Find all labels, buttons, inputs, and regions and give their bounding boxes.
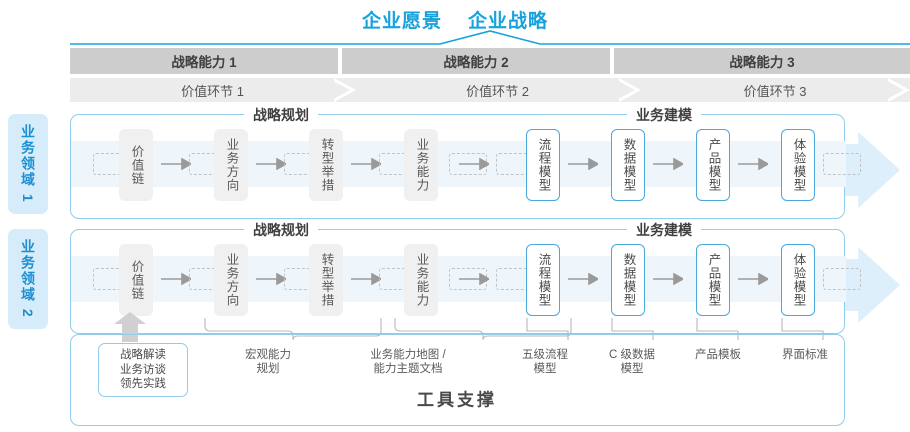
arrow-icon xyxy=(459,273,489,285)
arrow-icon xyxy=(351,158,381,170)
section-rule-left-4 xyxy=(541,229,621,230)
section-rule-right-3 xyxy=(325,229,425,230)
brace-connectors xyxy=(204,318,824,340)
value-chain-cell-2[interactable]: 价值环节 2 xyxy=(355,78,640,102)
tool-support-title: 工具支撑 xyxy=(417,390,497,410)
node-data-model-2[interactable]: 数据模型 xyxy=(611,244,645,316)
arrow-icon xyxy=(256,273,286,285)
node-value-chain-1[interactable]: 价值链 xyxy=(119,129,153,201)
section-rule-right-2 xyxy=(708,114,798,115)
tool-label-capability-map: 业务能力地图 / 能力主题文档 xyxy=(370,349,446,375)
tool-label-c-level-data: C 级数据 模型 xyxy=(609,349,655,375)
tool-label-five-level-process: 五级流程 模型 xyxy=(522,349,568,375)
arrow-icon xyxy=(256,158,286,170)
node-experience-model-2[interactable]: 体验模型 xyxy=(781,244,815,316)
node-product-model-1[interactable]: 产品模型 xyxy=(696,129,730,201)
page-title-vision: 企业愿景 xyxy=(361,11,442,32)
section-rule-right-1 xyxy=(325,114,425,115)
arrow-icon xyxy=(161,273,191,285)
section-rule-left-2 xyxy=(541,114,621,115)
vision-pointer-line xyxy=(70,30,910,45)
node-business-capability-1[interactable]: 业务能力 xyxy=(404,129,438,201)
sidebar-item-domain-1[interactable]: 业务领域 1 xyxy=(8,114,48,214)
sidebar-item-domain-2[interactable]: 业务领域 2 xyxy=(8,229,48,329)
node-value-chain-2[interactable]: 价值链 xyxy=(119,244,153,316)
section-title-planning-2: 战略规划 xyxy=(244,220,318,240)
value-chain-cell-3[interactable]: 价值环节 3 xyxy=(640,78,910,102)
section-rule-right-4 xyxy=(708,229,798,230)
placeholder-slot xyxy=(823,153,861,175)
node-transform-measures-2[interactable]: 转型举措 xyxy=(309,244,343,316)
section-rule-left-1 xyxy=(159,114,237,115)
arrow-icon xyxy=(653,273,683,285)
node-product-model-2[interactable]: 产品模型 xyxy=(696,244,730,316)
section-title-modeling-1: 业务建模 xyxy=(627,105,701,125)
node-business-direction-1[interactable]: 业务方向 xyxy=(214,129,248,201)
node-process-model-2[interactable]: 流程模型 xyxy=(526,244,560,316)
capability-cell-2[interactable]: 战略能力 2 xyxy=(342,48,610,74)
value-chain-cell-1[interactable]: 价值环节 1 xyxy=(70,78,355,102)
arrow-icon xyxy=(161,158,191,170)
arrow-icon xyxy=(568,158,598,170)
domain-row-1: 战略规划 业务建模 价值链 业务方向 转型举措 业务能力 流程模型 数据模型 产… xyxy=(70,105,861,219)
capability-cell-3[interactable]: 战略能力 3 xyxy=(614,48,910,74)
arrow-icon xyxy=(351,273,381,285)
top-title-group: 企业愿景 企业战略 xyxy=(0,6,910,33)
arrow-icon xyxy=(738,273,768,285)
arrow-icon xyxy=(459,158,489,170)
placeholder-slot xyxy=(823,268,861,290)
node-experience-model-1[interactable]: 体验模型 xyxy=(781,129,815,201)
tool-label-ui-standard: 界面标准 xyxy=(782,349,828,361)
tool-support-container xyxy=(70,334,845,426)
node-business-direction-2[interactable]: 业务方向 xyxy=(214,244,248,316)
section-rule-left-3 xyxy=(159,229,237,230)
node-process-model-1[interactable]: 流程模型 xyxy=(526,129,560,201)
tool-highlight-box[interactable]: 战略解读 业务访谈 领先实践 xyxy=(98,343,188,397)
node-transform-measures-1[interactable]: 转型举措 xyxy=(309,129,343,201)
node-data-model-1[interactable]: 数据模型 xyxy=(611,129,645,201)
section-title-modeling-2: 业务建模 xyxy=(627,220,701,240)
arrow-icon xyxy=(568,273,598,285)
value-chain-bar: 价值环节 1 价值环节 2 价值环节 3 xyxy=(70,78,910,102)
node-business-capability-2[interactable]: 业务能力 xyxy=(404,244,438,316)
arrow-icon xyxy=(653,158,683,170)
tool-label-macro-capability: 宏观能力 规划 xyxy=(245,349,291,375)
capability-cell-1[interactable]: 战略能力 1 xyxy=(70,48,338,74)
tool-label-product-template: 产品模板 xyxy=(695,349,741,361)
page-title-strategy: 企业战略 xyxy=(468,11,549,32)
tool-highlight-text: 战略解读 业务访谈 领先实践 xyxy=(120,349,166,390)
domain-row-2: 战略规划 业务建模 价值链 业务方向 转型举措 业务能力 流程模型 数据模型 产… xyxy=(70,220,861,334)
capability-bar: 战略能力 1 战略能力 2 战略能力 3 xyxy=(70,48,910,74)
arrow-icon xyxy=(738,158,768,170)
section-title-planning-1: 战略规划 xyxy=(244,105,318,125)
